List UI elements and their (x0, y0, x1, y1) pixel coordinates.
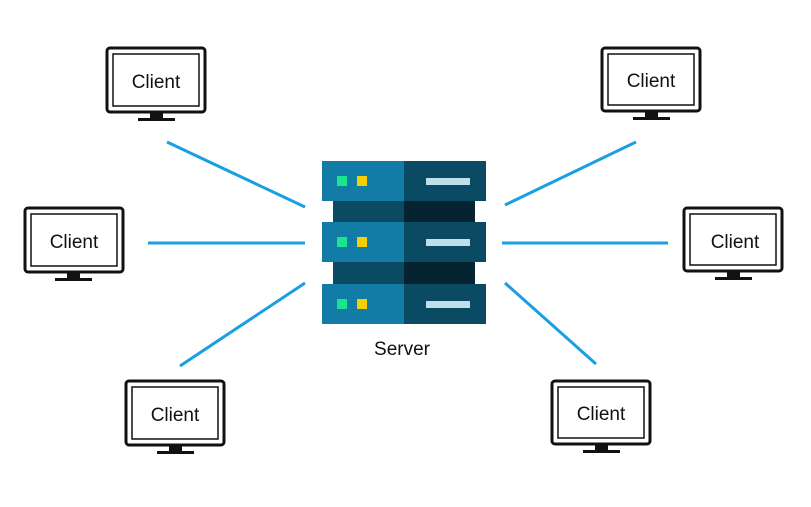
server-unit (322, 161, 486, 201)
client-monitor-icon: Client (23, 206, 125, 281)
server-label: Server (374, 339, 431, 360)
drive-slot (426, 301, 470, 308)
client-monitor-icon: Client (105, 46, 207, 121)
connector-top-left (166, 140, 306, 209)
drive-slot (426, 239, 470, 246)
connectors (148, 140, 668, 368)
client-label: Client (132, 72, 181, 93)
server-unit (322, 222, 486, 262)
server-gap (404, 262, 475, 284)
green-led (337, 237, 347, 247)
client-monitor-icon: Client (124, 379, 226, 454)
connector-top-right (504, 140, 637, 207)
drive-slot (426, 178, 470, 185)
client-label: Client (151, 405, 200, 426)
server-gap (333, 201, 404, 223)
server-gap (333, 262, 404, 284)
server-unit (322, 284, 486, 324)
yellow-led (357, 176, 367, 186)
yellow-led (357, 299, 367, 309)
client-label: Client (627, 71, 676, 92)
client-monitor-icon: Client (600, 46, 702, 120)
green-led (337, 299, 347, 309)
connector-bottom-left (179, 281, 306, 368)
server-gap (404, 201, 475, 223)
yellow-led (357, 237, 367, 247)
green-led (337, 176, 347, 186)
connector-bottom-right (504, 281, 597, 366)
client-monitor-icon: Client (550, 379, 652, 453)
server-icon (322, 161, 486, 324)
client-label: Client (50, 232, 99, 253)
client-monitor-icon: Client (682, 206, 784, 280)
client-label: Client (577, 404, 626, 425)
client-label: Client (711, 232, 760, 253)
